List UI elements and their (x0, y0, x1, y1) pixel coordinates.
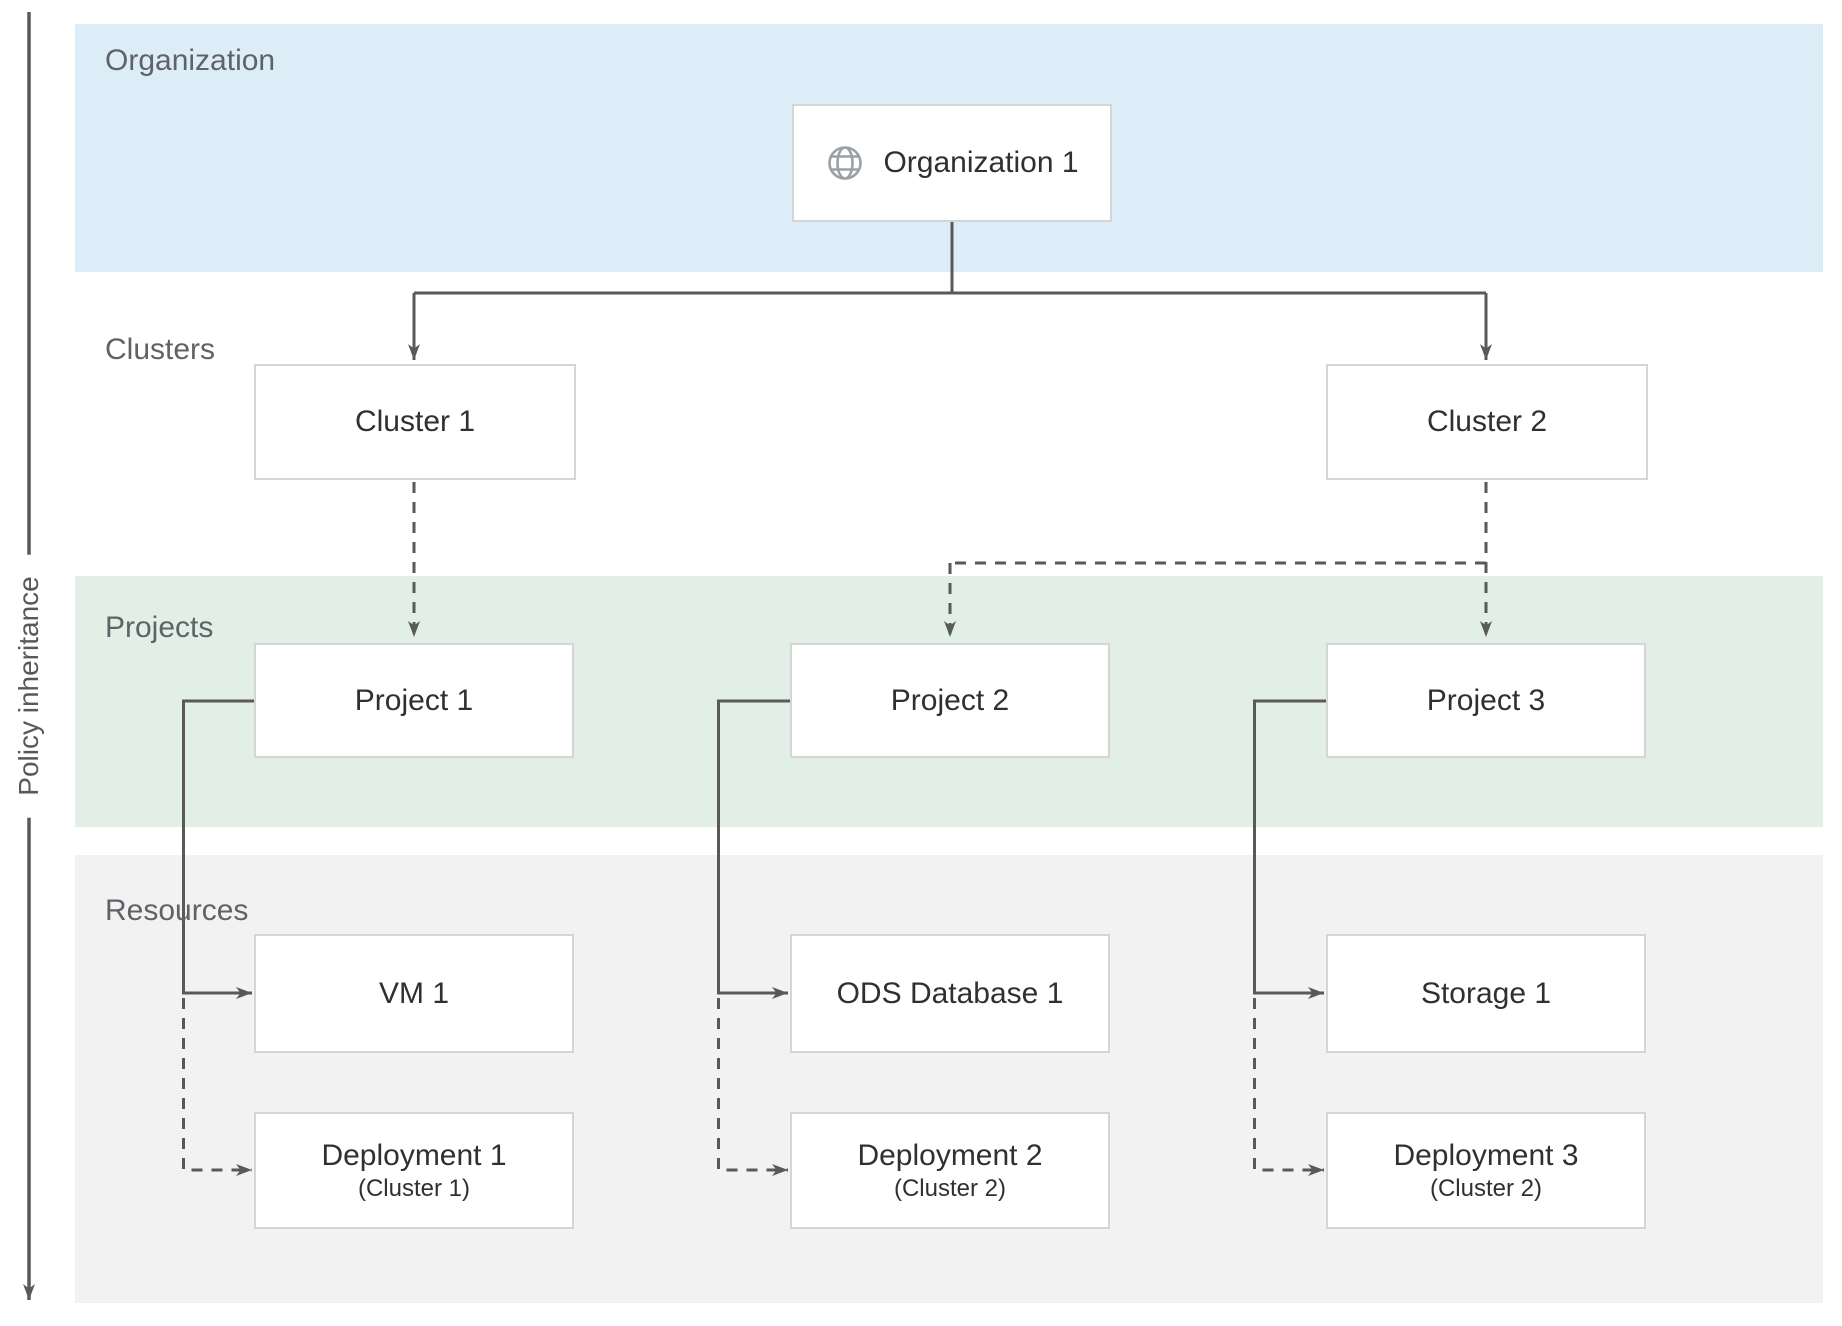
node-label: Deployment 2 (857, 1138, 1043, 1172)
node-vm-1: VM 1 (254, 934, 574, 1053)
node-deployment-1: Deployment 1 (Cluster 1) (254, 1112, 574, 1229)
edge-project2-to-deployment2 (717, 998, 788, 1176)
node-project-1: Project 1 (254, 643, 574, 758)
node-cluster-1: Cluster 1 (254, 364, 576, 480)
node-deployment-3: Deployment 3 (Cluster 2) (1326, 1112, 1646, 1229)
node-project-2: Project 2 (790, 643, 1110, 758)
node-label: Project 1 (354, 683, 474, 717)
node-label: Project 2 (890, 683, 1010, 717)
node-sublabel: (Cluster 2) (893, 1175, 1007, 1203)
node-cluster-2: Cluster 2 (1326, 364, 1648, 480)
node-label: Deployment 3 (1393, 1138, 1579, 1172)
edge-project2-to-ods (717, 699, 790, 999)
node-label: VM 1 (378, 976, 450, 1010)
node-label: Cluster 2 (1426, 405, 1548, 438)
node-label: Project 3 (1426, 683, 1546, 717)
node-deployment-2: Deployment 2 (Cluster 2) (790, 1112, 1110, 1229)
node-label: ODS Database 1 (836, 976, 1064, 1010)
policy-inheritance-label: Policy inheritance (7, 554, 51, 818)
node-label: Organization 1 (883, 146, 1079, 179)
band-label-projects: Projects (105, 611, 214, 644)
band-label-clusters: Clusters (105, 333, 216, 366)
node-label: Storage 1 (1420, 976, 1552, 1010)
node-sublabel: (Cluster 1) (357, 1175, 471, 1203)
node-label: Deployment 1 (321, 1138, 507, 1172)
edge-project1-to-deployment1 (182, 998, 252, 1176)
node-project-3: Project 3 (1326, 643, 1646, 758)
edge-project3-to-storage1 (1253, 699, 1326, 999)
node-sublabel: (Cluster 2) (1429, 1175, 1543, 1203)
globe-icon (825, 143, 865, 183)
node-ods-database-1: ODS Database 1 (790, 934, 1110, 1053)
node-storage-1: Storage 1 (1326, 934, 1646, 1053)
band-label-organization: Organization (105, 44, 276, 77)
edge-project3-to-deployment3 (1253, 998, 1324, 1176)
node-label: Cluster 1 (354, 405, 476, 438)
edge-project1-to-vm1 (182, 699, 254, 999)
band-label-resources: Resources (105, 894, 249, 927)
node-organization-1: Organization 1 (792, 104, 1112, 222)
